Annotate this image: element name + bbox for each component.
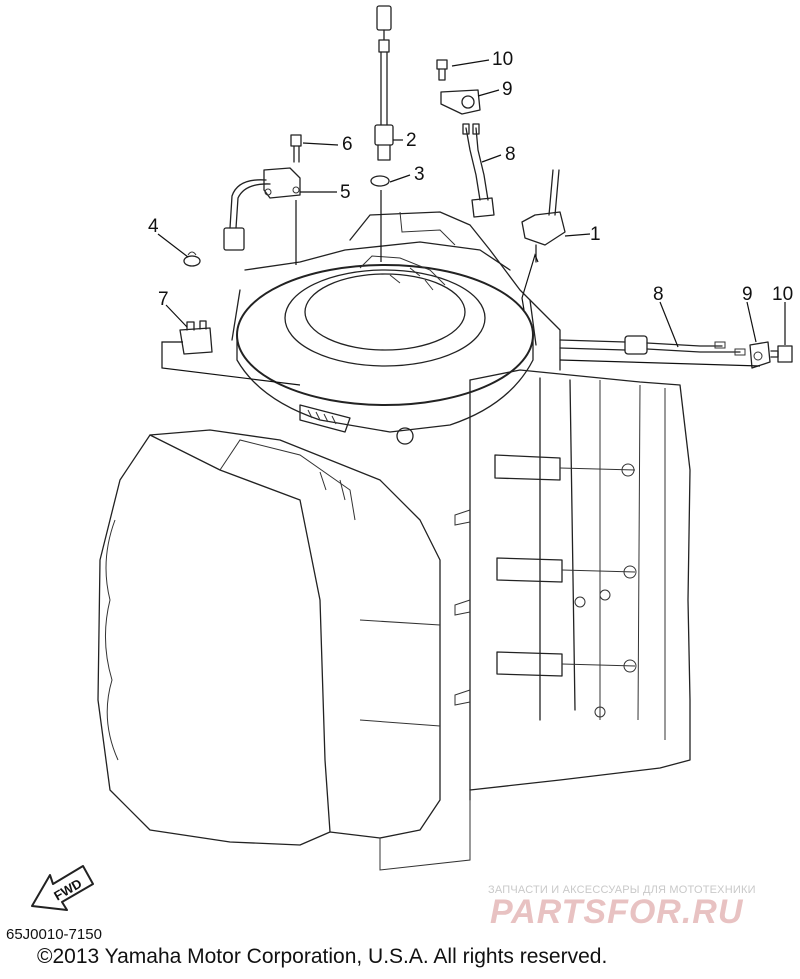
- callout-2: 2: [406, 130, 417, 151]
- copyright-text: ©2013 Yamaha Motor Corporation, U.S.A. A…: [37, 945, 608, 968]
- callout-10-top: 10: [492, 49, 513, 70]
- bolt-10-right: [770, 345, 793, 363]
- fwd-arrow: FWD: [31, 865, 94, 911]
- watermark-tagline: ЗАПЧАСТИ И АКСЕССУАРЫ ДЛЯ МОТОТЕХНИКИ: [488, 884, 756, 896]
- callout-4: 4: [148, 216, 159, 237]
- callout-8-top: 8: [505, 144, 516, 165]
- bracket-9-top: [440, 89, 481, 115]
- callout-9-top: 9: [502, 79, 513, 100]
- sensor-5: [223, 167, 301, 251]
- doc-code: 65J0010-7150: [6, 926, 102, 943]
- bolt-10-top: [436, 59, 448, 81]
- connector-7: [161, 320, 301, 386]
- sensor-cable-8-top: [462, 123, 495, 218]
- leader-lines: [157, 59, 786, 367]
- callout-9-right: 9: [742, 284, 753, 305]
- callout-7: 7: [158, 289, 169, 310]
- bracket-9-right: [749, 341, 771, 369]
- washer-3: [370, 175, 390, 187]
- callout-8-right: 8: [653, 284, 664, 305]
- clip-4: [183, 251, 201, 267]
- engine-block: [454, 369, 691, 801]
- callout-numbers: 10 9 2 6 8 3 5 4 1 7 8 9 10: [148, 49, 793, 310]
- flywheel-cover: [231, 211, 561, 445]
- watermark-logo: PARTSFOR.RU: [490, 893, 744, 931]
- callout-6: 6: [342, 134, 353, 155]
- thermo-sensor-2: [374, 5, 394, 161]
- callout-5: 5: [340, 182, 351, 203]
- callout-10-right: 10: [772, 284, 793, 305]
- left-cover: [97, 429, 471, 871]
- sensor-1: [521, 169, 566, 311]
- sensor-cable-8-right: [559, 335, 746, 356]
- callout-1: 1: [590, 224, 601, 245]
- screw-6: [290, 134, 302, 163]
- callout-3: 3: [414, 164, 425, 185]
